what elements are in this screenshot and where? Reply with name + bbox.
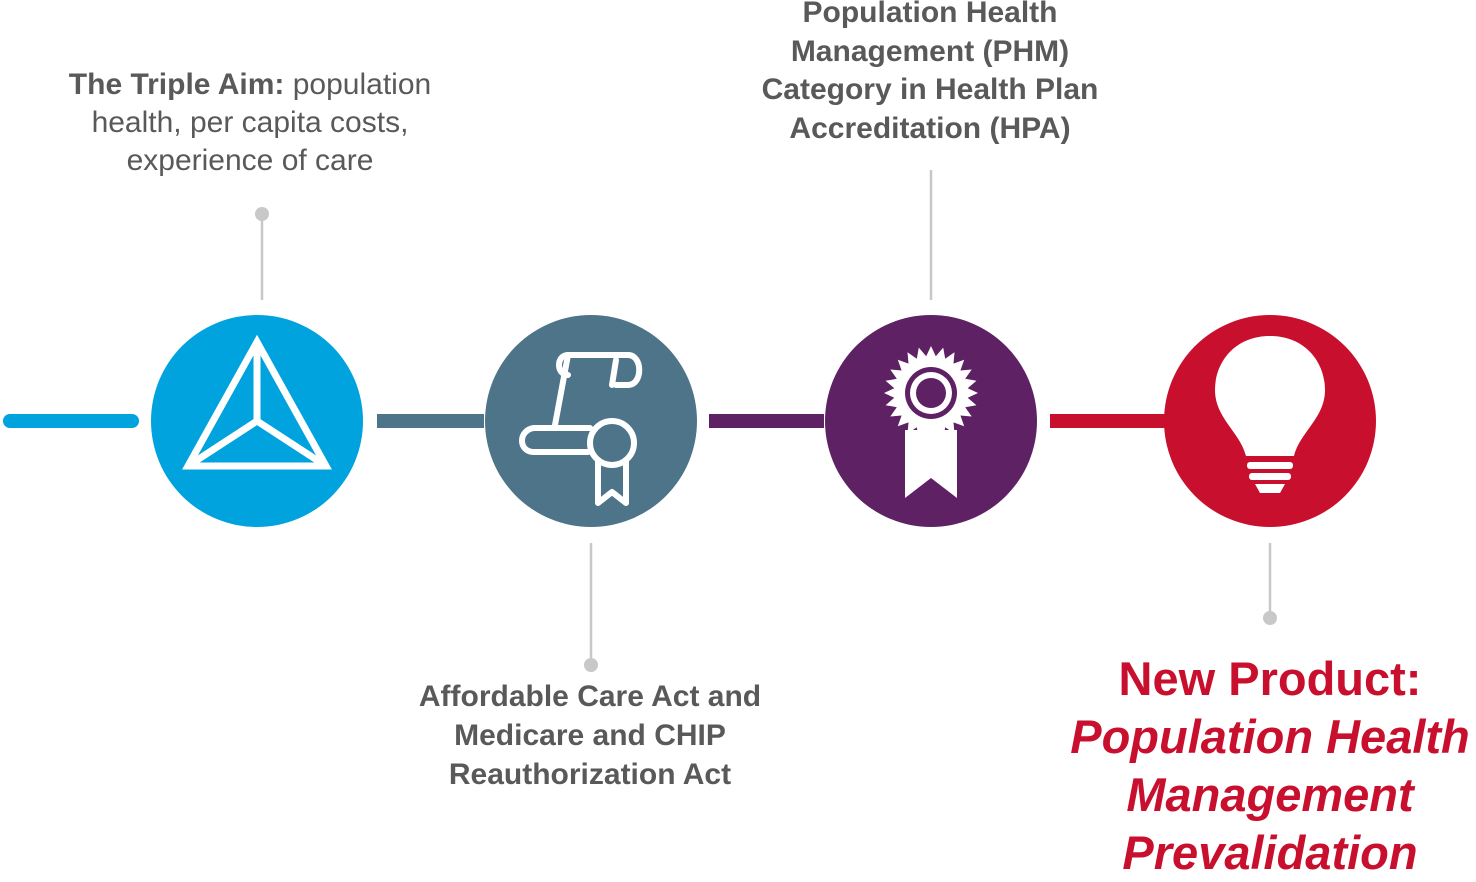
milestone-2 bbox=[485, 315, 697, 527]
milestone-label-1-bold: The Triple Aim: bbox=[68, 68, 285, 101]
milestone-label-1: The Triple Aim: population health, per c… bbox=[40, 66, 460, 180]
milestone-circle-2 bbox=[485, 315, 697, 527]
award-ribbon-icon bbox=[884, 346, 978, 498]
scroll-certificate-icon bbox=[519, 352, 643, 506]
milestone-label-4: New Product: Population Health Managemen… bbox=[1045, 650, 1476, 882]
lightbulb-icon bbox=[1215, 336, 1325, 493]
milestone-label-4-subtitle: Population Health Management Prevalidati… bbox=[1070, 710, 1470, 879]
milestone-label-3: Population Health Management (PHM) Categ… bbox=[761, 0, 1099, 145]
connector-dot-1 bbox=[255, 207, 269, 221]
connectors bbox=[255, 170, 1277, 672]
connector-dot-2 bbox=[584, 658, 598, 672]
milestone-4 bbox=[1164, 315, 1376, 527]
milestone-1 bbox=[151, 315, 363, 527]
connector-dot-4 bbox=[1263, 611, 1277, 625]
triangle-network-icon bbox=[182, 334, 332, 470]
milestone-3 bbox=[825, 315, 1037, 527]
milestone-label-4-title: New Product: bbox=[1118, 652, 1422, 705]
milestone-label-1-text: population health, per capita costs, exp… bbox=[91, 68, 432, 177]
milestone-label-2: Affordable Care Act and Medicare and CHI… bbox=[418, 680, 762, 791]
